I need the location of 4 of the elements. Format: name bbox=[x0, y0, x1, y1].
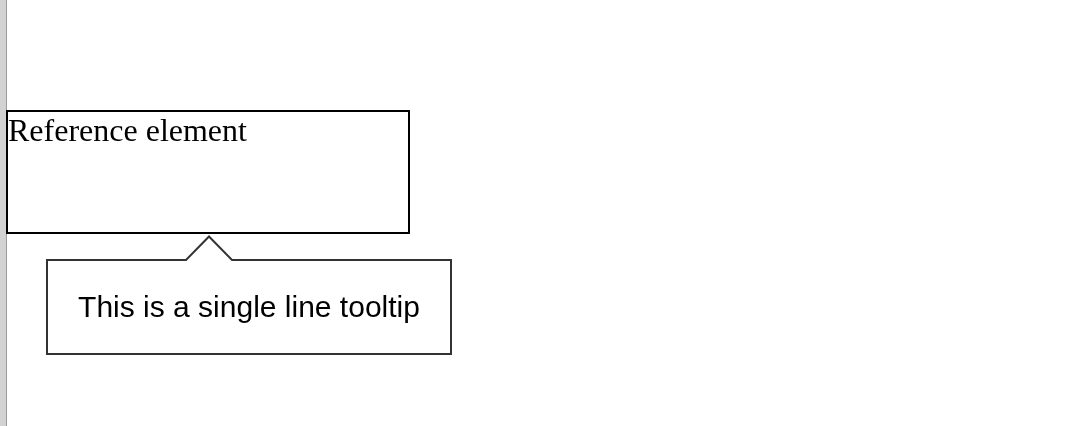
reference-box bbox=[6, 110, 410, 234]
tooltip-callout bbox=[46, 235, 452, 355]
element-label: Reference element bbox=[8, 112, 247, 149]
tooltip-text: This is a single line tooltip bbox=[78, 289, 420, 325]
